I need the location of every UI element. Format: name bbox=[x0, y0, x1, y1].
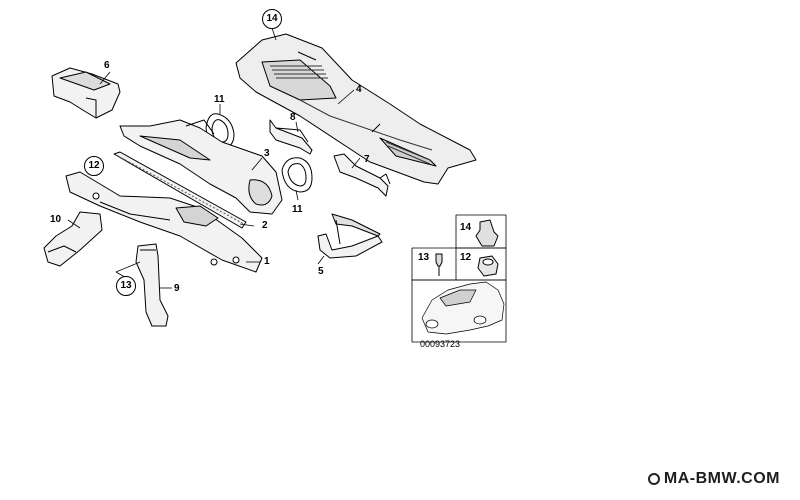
callout-10: 10 bbox=[50, 214, 62, 225]
callout-1: 1 bbox=[264, 256, 270, 267]
callout-8: 8 bbox=[290, 112, 296, 123]
car-silhouette bbox=[421, 281, 505, 335]
rivet-13 bbox=[435, 253, 443, 276]
air-duct-upper bbox=[51, 67, 121, 119]
nut-12 bbox=[477, 255, 499, 277]
callout-11-upper: 11 bbox=[214, 94, 225, 105]
callout-2: 2 bbox=[262, 220, 268, 231]
callout-9: 9 bbox=[174, 283, 180, 294]
rubber-strip bbox=[113, 151, 247, 229]
callout-3: 3 bbox=[264, 148, 270, 159]
bracket-7 bbox=[333, 153, 391, 197]
callout-4: 4 bbox=[356, 84, 362, 95]
hardware-table bbox=[411, 214, 507, 343]
callout-11-lower: 11 bbox=[292, 204, 303, 215]
duct-vertical bbox=[135, 243, 169, 327]
seal-ring-lower bbox=[281, 157, 313, 193]
callout-7: 7 bbox=[364, 154, 370, 165]
cowl-panel-cover bbox=[235, 33, 477, 185]
cowl-cross-member bbox=[65, 171, 263, 273]
table-label-13: 13 bbox=[418, 252, 430, 263]
clip-nut-14 bbox=[475, 219, 499, 247]
diagram-reference-code: 00093723 bbox=[420, 339, 461, 349]
callout-circled-12: 12 bbox=[84, 156, 104, 176]
bmw-logo-icon bbox=[647, 473, 660, 485]
callout-6: 6 bbox=[104, 60, 110, 71]
callout-5: 5 bbox=[318, 266, 324, 277]
table-label-12: 12 bbox=[460, 252, 472, 263]
callout-circled-13: 13 bbox=[116, 276, 136, 296]
duct-elbow bbox=[43, 211, 103, 267]
callout-circled-14: 14 bbox=[262, 9, 282, 29]
corner-bracket bbox=[317, 213, 383, 259]
watermark: MA-BMW.COM bbox=[647, 470, 780, 488]
table-label-14: 14 bbox=[460, 222, 472, 233]
leader-lines bbox=[67, 27, 361, 289]
blower-housing bbox=[119, 119, 283, 215]
bracket-8 bbox=[269, 119, 313, 155]
watermark-text: MA-BMW.COM bbox=[663, 470, 780, 487]
